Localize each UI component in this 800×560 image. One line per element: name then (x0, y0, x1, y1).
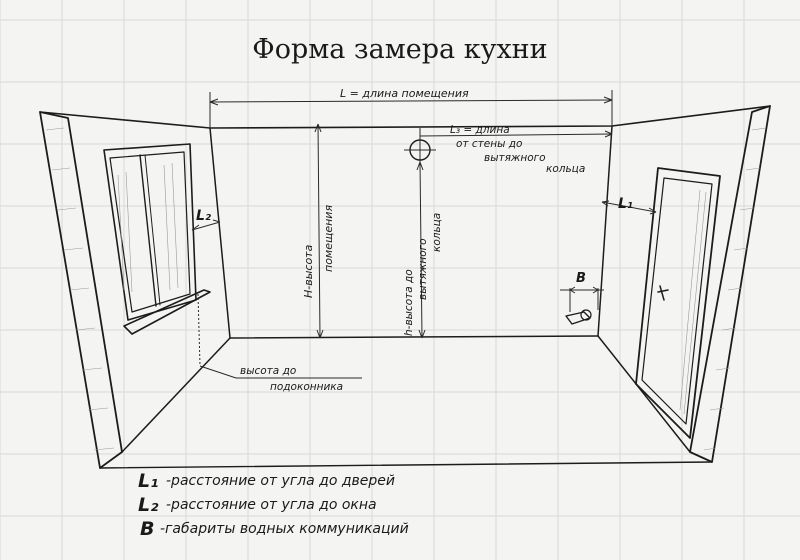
svg-text:-габариты водных коммуникаций: -габариты водных коммуникаций (160, 521, 409, 537)
dim-room-height (314, 123, 324, 339)
svg-text:L₂: L₂ (138, 494, 159, 516)
dim-sill-height-line2: подоконника (270, 381, 343, 393)
dim-vent-height-line3: кольца (431, 213, 443, 252)
legend: L₁ -расстояние от угла до дверей L₂ -рас… (138, 470, 409, 540)
dim-vent-height (416, 161, 426, 339)
dim-b-label: B (576, 271, 586, 286)
dim-l3 (419, 128, 613, 142)
legend-item-l2: L₂ -расстояние от угла до окна (138, 494, 377, 516)
dim-l3-line3: вытяжного (484, 152, 546, 164)
dim-l1 (601, 200, 657, 215)
dim-length-label: L = длина помещения (340, 87, 469, 100)
dim-room-height-line1: H-высота (302, 244, 315, 298)
door (635, 167, 721, 439)
page-title: Форма замера кухни (252, 34, 547, 65)
svg-text:-расстояние от угла до окна: -расстояние от угла до окна (166, 497, 377, 513)
water-pipe-icon (565, 288, 599, 325)
dim-vent-height-line2: вытяжного (417, 238, 429, 300)
svg-text:L₁: L₁ (138, 470, 158, 492)
door-handle-icon (657, 285, 669, 301)
dim-vent-height-line1: h-высота до (403, 269, 415, 336)
dim-sill-height (199, 365, 362, 379)
dim-room-height-line2: помещения (322, 205, 335, 272)
svg-text:B: B (140, 518, 154, 540)
dim-l2-label: L₂ (196, 208, 212, 224)
legend-item-b: B -габариты водных коммуникаций (140, 518, 409, 540)
dim-length (209, 90, 613, 128)
dim-l3-line4: кольца (546, 163, 585, 175)
dim-sill-height-line1: высота до (240, 365, 296, 377)
dim-b (560, 286, 604, 294)
room-outline (39, 105, 771, 469)
window-sill (123, 289, 211, 335)
dim-l3-line1: L₃ = длина (450, 124, 510, 136)
legend-item-l1: L₁ -расстояние от угла до дверей (138, 470, 395, 492)
dim-l1-label: L₁ (618, 196, 633, 212)
svg-text:-расстояние от угла до дверей: -расстояние от угла до дверей (166, 473, 395, 489)
dim-l2 (191, 219, 221, 231)
dim-l3-line2: от стены до (456, 138, 522, 150)
window (103, 143, 211, 367)
